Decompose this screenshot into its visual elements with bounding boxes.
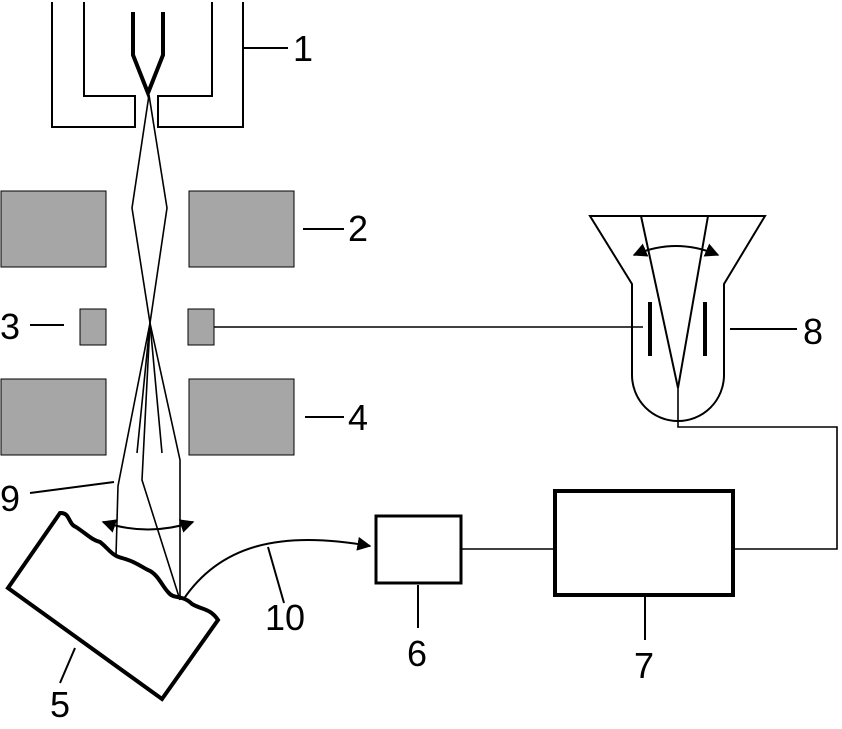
label-10: 10 <box>265 597 305 638</box>
scan-sweep-arrow <box>101 519 195 533</box>
condenser-lens-right <box>188 190 295 268</box>
specimen <box>5 511 221 702</box>
electron-beam <box>115 94 181 601</box>
crt-envelope <box>588 215 767 422</box>
secondary-electron-path <box>182 536 372 601</box>
signal-wiring <box>214 326 838 550</box>
objective-lens <box>0 378 295 456</box>
label-2: 2 <box>348 208 368 249</box>
label-8: 8 <box>803 311 823 352</box>
scan-coils <box>79 308 215 346</box>
label-1: 1 <box>293 28 313 69</box>
detector-box <box>374 514 463 585</box>
scan-coil-right <box>187 308 215 346</box>
crt-display <box>588 215 767 422</box>
electron-gun <box>51 2 244 128</box>
callout-leaders <box>29 47 797 684</box>
label-5: 5 <box>50 684 70 725</box>
crt-beam-left <box>640 215 679 389</box>
objective-lens-right <box>188 378 295 456</box>
label-4: 4 <box>348 397 368 438</box>
condenser-lens <box>0 190 295 268</box>
label-7: 7 <box>634 645 654 686</box>
crt-sweep-arrow <box>632 243 720 257</box>
wire-amplifier-crt <box>677 388 838 550</box>
gun-right-electrode <box>157 2 244 128</box>
label-9: 9 <box>0 478 20 519</box>
gun-left-electrode <box>51 2 136 128</box>
amplifier-box <box>553 489 735 597</box>
label-6: 6 <box>407 633 427 674</box>
condenser-lens-left <box>0 190 107 268</box>
scan-coil-left <box>79 308 107 346</box>
label-3: 3 <box>0 306 20 347</box>
objective-lens-left <box>0 378 107 456</box>
cathode-filament <box>131 12 165 99</box>
